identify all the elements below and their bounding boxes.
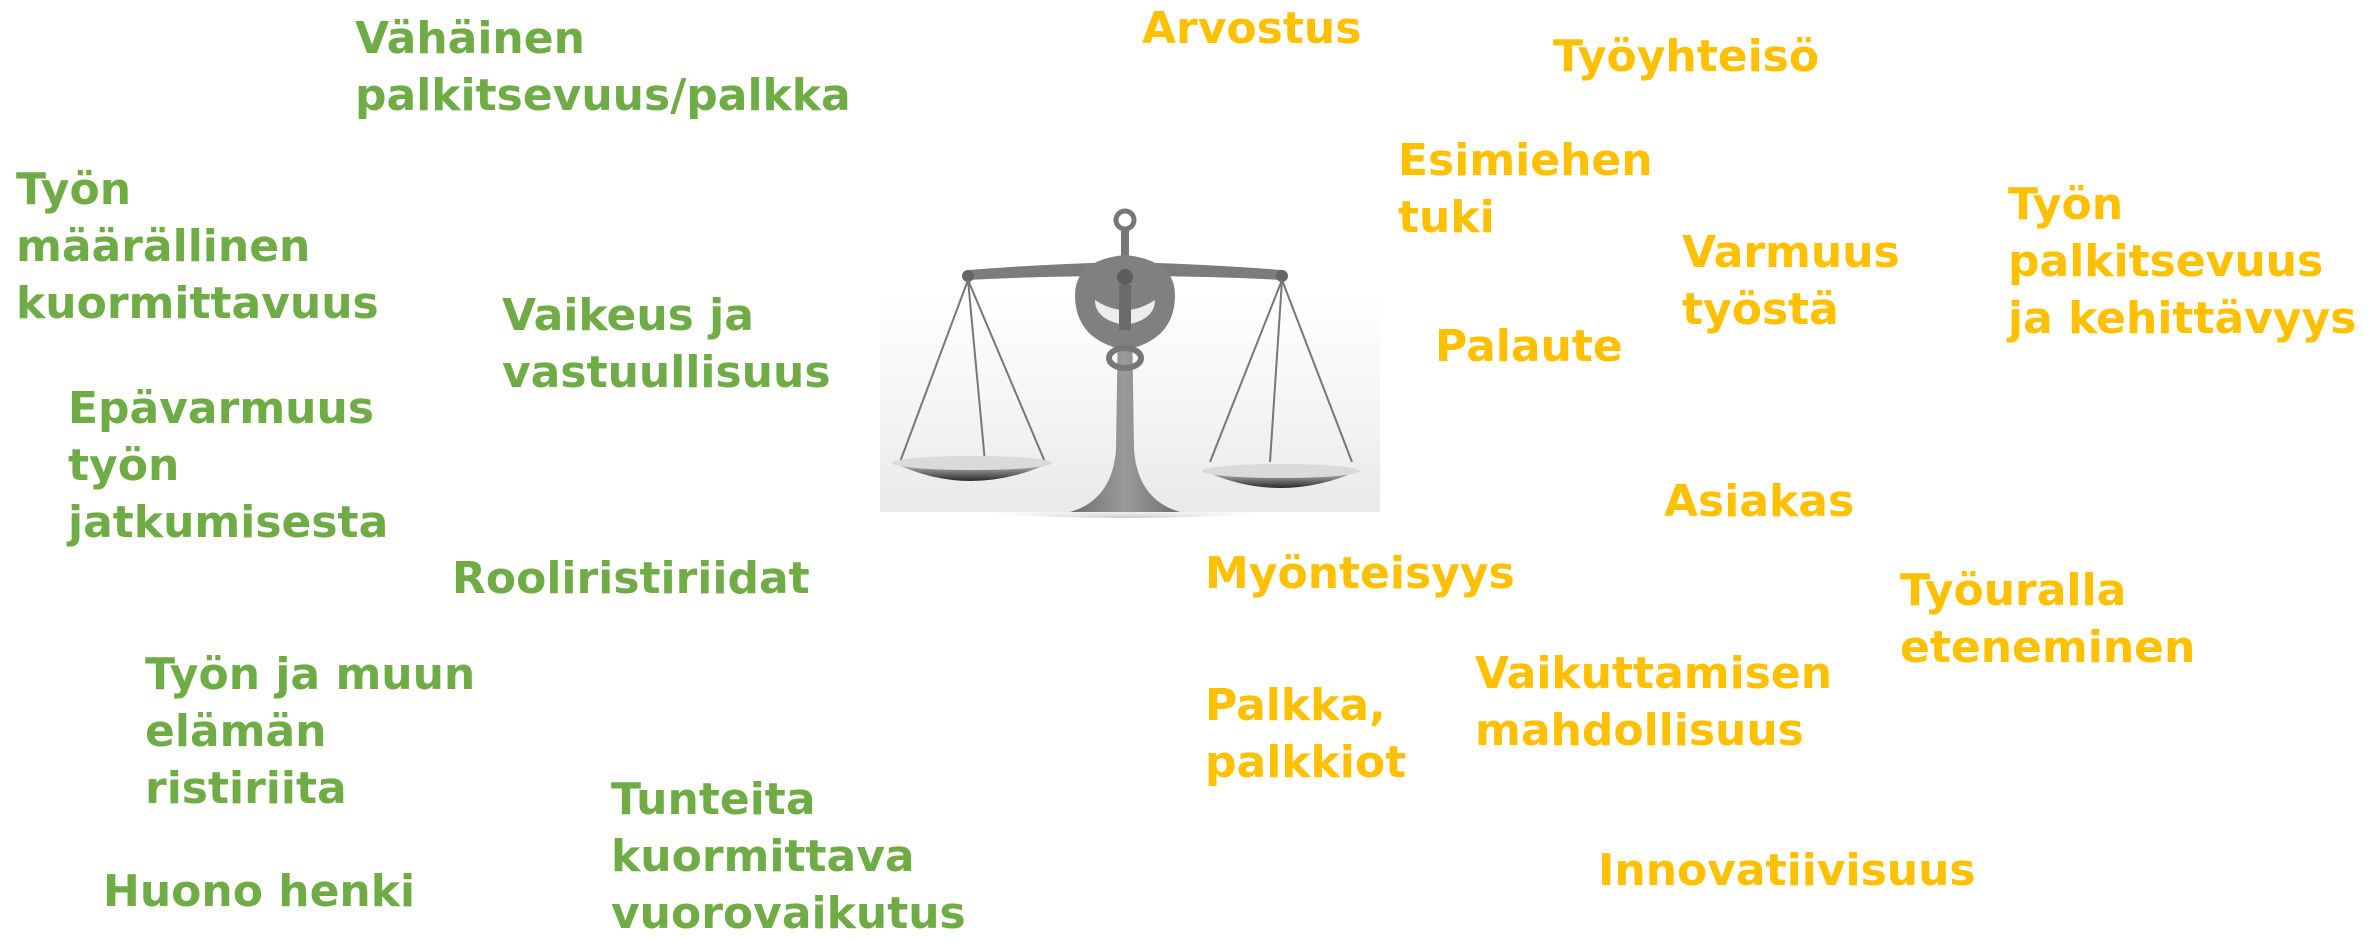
factor-arvostus: Arvostus [1142,0,1361,57]
factor-tunteita-kuormittava: Tunteita kuormittava vuorovaikutus [611,771,966,942]
factor-varmuus-tyosta: Varmuus työstä [1682,224,1900,338]
factor-tyouralla-eteneminen: Työuralla eteneminen [1900,562,2195,676]
factor-myonteisyys: Myönteisyys [1205,545,1515,602]
factor-vaikeus-vastuullisuus: Vaikeus ja vastuullisuus [502,287,831,401]
factor-palaute: Palaute [1435,318,1623,375]
factor-esimiehen-tuki: Esimiehen tuki [1398,132,1653,246]
factor-vahainen-palkitsevuus: Vähäinen palkitsevuus/palkka [355,10,851,124]
balance-scale-image [880,200,1380,520]
factor-tyon-ja-elaman-ristiriita: Työn ja muun elämän ristiriita [145,646,475,817]
balance-scale-icon [880,200,1380,520]
factor-rooliristiriidat: Rooliristiriidat [452,550,810,607]
factor-vaikuttamisen-mahdollisuus: Vaikuttamisen mahdollisuus [1475,645,1832,759]
factor-huono-henki: Huono henki [103,863,415,920]
factor-tyoyhteiso: Työyhteisö [1553,28,1819,85]
factor-epavarmuus: Epävarmuus työn jatkumisesta [68,380,388,551]
factor-asiakas: Asiakas [1664,473,1854,530]
factor-tyon-palkitsevuus: Työn palkitsevuus ja kehittävyys [2008,176,2356,347]
factor-innovatiivisuus: Innovatiivisuus [1598,842,1976,899]
factor-palkka-palkkiot: Palkka, palkkiot [1205,677,1406,791]
factor-maarallinen-kuormittavuus: Työn määrällinen kuormittavuus [16,161,379,332]
